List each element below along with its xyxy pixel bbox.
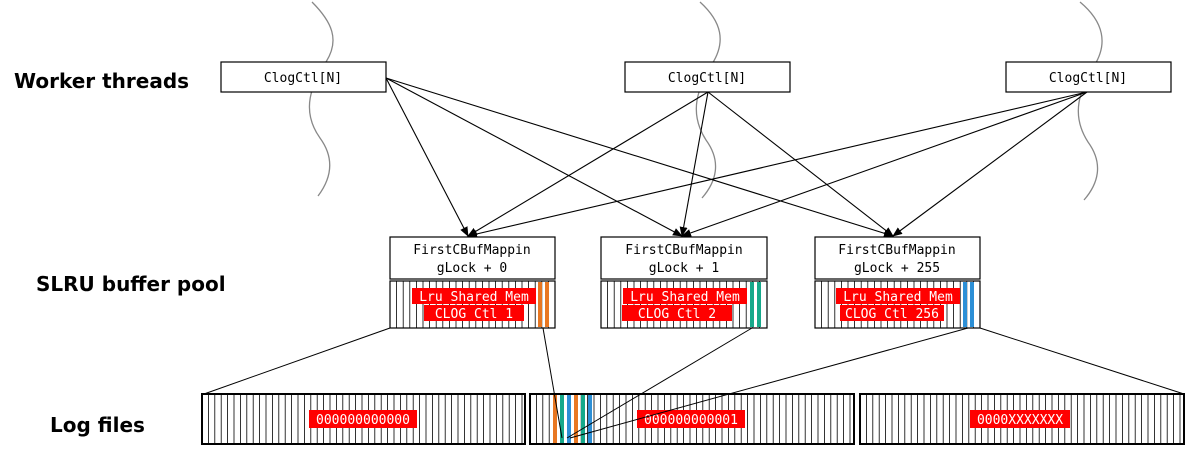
buffer-lock-line1: FirstCBufMappin: [413, 243, 530, 258]
buffer-red-label: Lru Shared Mem CLOG Ctl 1: [412, 288, 536, 322]
worker-label: ClogCtl[N]: [1049, 71, 1127, 86]
buffer-lock-box: FirstCBufMappin gLock + 1: [600, 236, 768, 280]
log-file-label: 000000000000: [316, 413, 410, 428]
log-files-label: Log files: [50, 413, 145, 437]
connector-line: [542, 327, 563, 439]
buffer-stripe: [970, 282, 974, 327]
connector-line: [566, 327, 753, 439]
connector-line: [203, 327, 391, 395]
thread-curve: [308, 1, 334, 197]
thread-curve: [1077, 1, 1103, 201]
connector-line: [979, 327, 1185, 395]
buffer-mem-label: Lru Shared Mem: [843, 290, 953, 305]
log-file-red-label: 000000000001: [637, 410, 745, 428]
slru-buffer-pool-label: SLRU buffer pool: [36, 272, 226, 296]
mapping-arrow: [467, 91, 1088, 238]
buffer-lock-line1: FirstCBufMappin: [625, 243, 742, 258]
buffer-lock-line2: gLock + 1: [649, 261, 719, 276]
log-file-red-label: 0000XXXXXXX: [970, 410, 1070, 428]
buffer-lock-line2: gLock + 255: [854, 261, 940, 276]
mapping-arrow: [385, 77, 894, 238]
thread-curve: [695, 1, 721, 199]
mapping-arrow: [679, 91, 709, 237]
mapping-arrow: [467, 91, 709, 237]
worker-box: ClogCtl[N]: [1005, 61, 1172, 93]
mapping-arrow: [681, 91, 1088, 237]
worker-box: ClogCtl[N]: [624, 61, 791, 93]
buffer-mem-label: Lru Shared Mem: [419, 290, 529, 305]
worker-threads-label: Worker threads: [14, 69, 189, 93]
thread-curves: [308, 1, 1103, 201]
buffer-lock-box: FirstCBufMappin gLock + 0: [389, 236, 556, 280]
buffer-ctl-label: CLOG Ctl 1: [435, 307, 513, 322]
mapping-arrow: [707, 91, 894, 237]
buffer-lock-line1: FirstCBufMappin: [838, 243, 955, 258]
worker-label: ClogCtl[N]: [668, 71, 746, 86]
log-file-stripe: [567, 395, 571, 443]
buffer-stripe: [538, 282, 542, 327]
log-file-stripe: [574, 395, 578, 443]
worker-label: ClogCtl[N]: [264, 71, 342, 86]
buffer-stripe: [750, 282, 754, 327]
worker-box: ClogCtl[N]: [220, 61, 387, 93]
buffer-ctl-label: CLOG Ctl 2: [638, 307, 716, 322]
mapping-arrows: [385, 77, 1088, 238]
log-file-stripe: [553, 395, 557, 443]
buffer-stripe: [963, 282, 967, 327]
connector-line: [569, 327, 969, 439]
connector-lines: [203, 327, 1185, 439]
log-file-label: 000000000001: [644, 413, 738, 428]
mapping-arrow: [892, 91, 1088, 237]
buffer-stripe: [757, 282, 761, 327]
mapping-arrow: [385, 77, 469, 237]
log-file-stripe: [560, 395, 564, 443]
log-file-label: 0000XXXXXXX: [977, 413, 1063, 428]
buffer-red-label: Lru Shared Mem CLOG Ctl 2: [622, 288, 747, 322]
buffer-ctl-label: CLOG Ctl 256: [845, 307, 939, 322]
buffer-mem-label: Lru Shared Mem: [630, 290, 740, 305]
buffer-lock-line2: gLock + 0: [437, 261, 507, 276]
log-file-red-label: 000000000000: [309, 410, 417, 428]
log-file-stripe: [581, 395, 585, 443]
buffer-red-label: Lru Shared Mem CLOG Ctl 256: [836, 288, 960, 322]
mapping-arrow: [385, 77, 683, 237]
buffer-stripe: [545, 282, 549, 327]
log-file-stripe: [588, 395, 592, 443]
buffer-lock-box: FirstCBufMappin gLock + 255: [814, 236, 981, 280]
